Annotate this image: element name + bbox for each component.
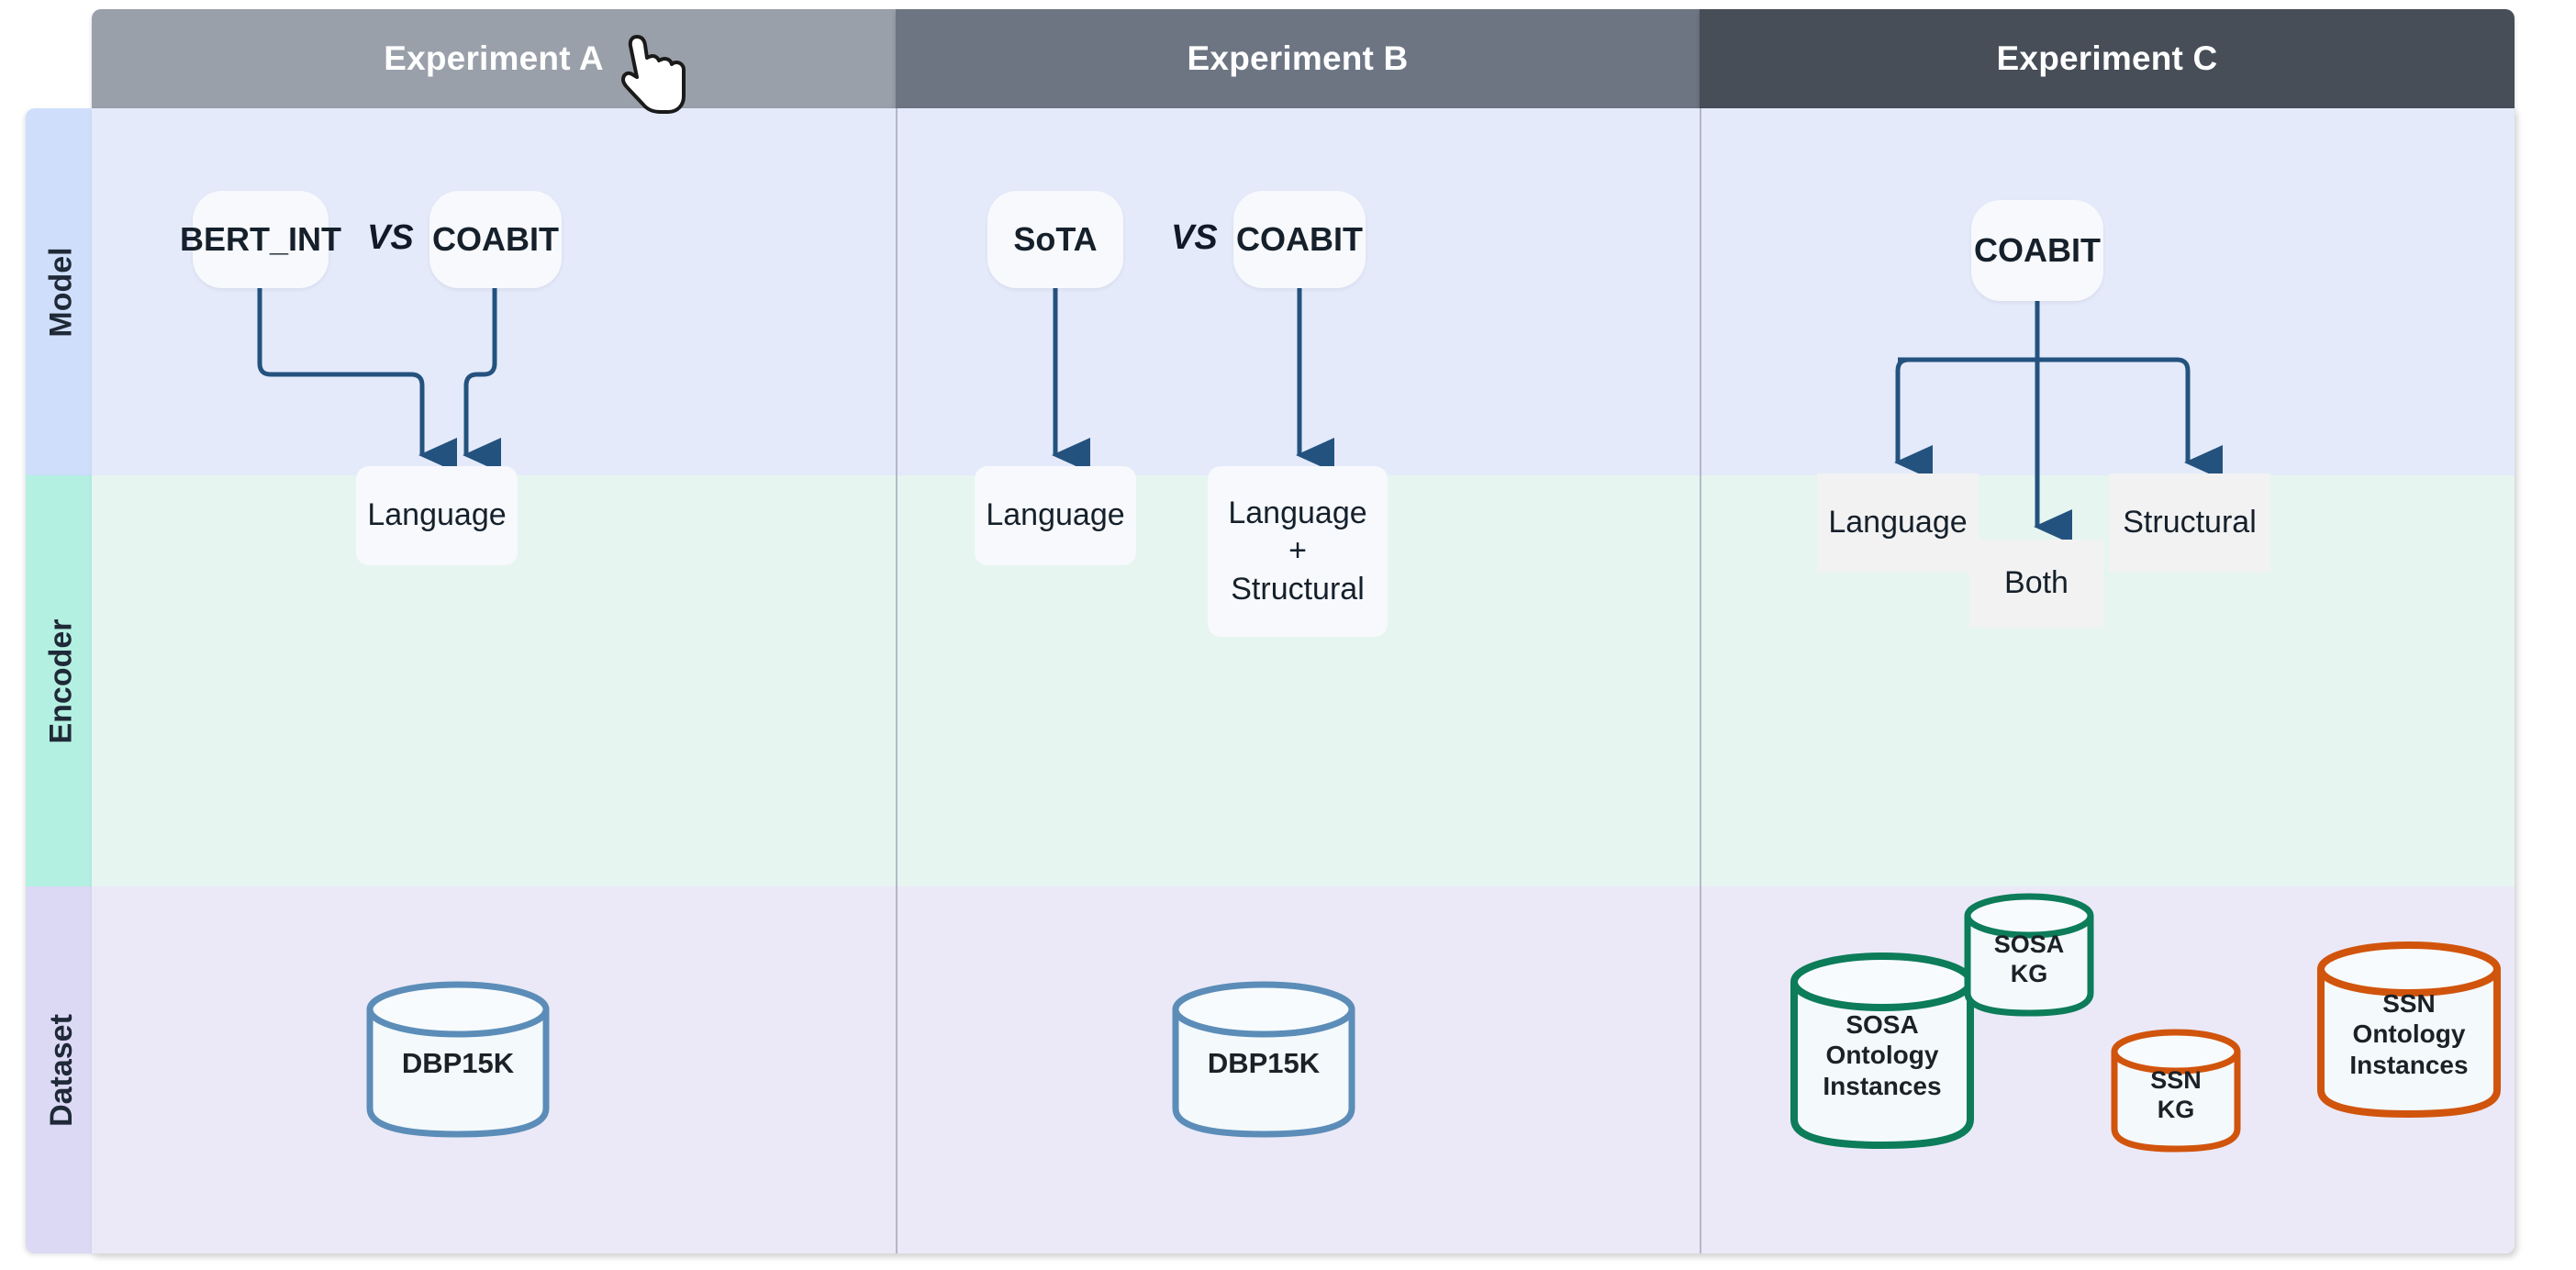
column-divider-b-c bbox=[1700, 108, 1701, 1253]
cylinder-shape-icon bbox=[2317, 941, 2501, 1119]
cylinder-dbp15k-b[interactable]: DBP15K bbox=[1170, 978, 1357, 1140]
column-header-experiment-a[interactable]: Experiment A bbox=[92, 9, 896, 108]
node-encoder-structural-c-label: Structural bbox=[2123, 505, 2257, 540]
cylinder-ssn-kg[interactable]: SSN KG bbox=[2109, 1026, 2243, 1154]
cylinder-ssn-ontology-instances-label: SSN Ontology Instances bbox=[2349, 988, 2469, 1079]
column-header-experiment-c-label: Experiment C bbox=[1996, 39, 2218, 77]
cylinder-shape-icon bbox=[366, 981, 550, 1138]
cylinder-sosa-kg-label: SOSA KG bbox=[1993, 930, 2065, 987]
cylinder-shape-icon bbox=[1790, 952, 1974, 1150]
node-encoder-structural-c[interactable]: Structural bbox=[2109, 473, 2270, 573]
cylinder-sosa-kg[interactable]: SOSA KG bbox=[1962, 890, 2096, 1019]
row-tab-encoder[interactable]: Encoder bbox=[26, 475, 97, 886]
node-model-coabit-c[interactable]: COABIT bbox=[1971, 200, 2103, 301]
cylinder-sosa-ontology-instances[interactable]: SOSA Ontology Instances bbox=[1788, 949, 1977, 1153]
column-header-experiment-a-label: Experiment A bbox=[384, 39, 604, 77]
cylinder-ssn-ontology-instances[interactable]: SSN Ontology Instances bbox=[2314, 938, 2504, 1121]
node-model-coabit-b-label: COABIT bbox=[1236, 220, 1363, 259]
node-model-coabit-c-label: COABIT bbox=[1974, 231, 2101, 270]
column-header-experiment-b[interactable]: Experiment B bbox=[896, 9, 1700, 108]
row-tab-encoder-label: Encoder bbox=[43, 618, 79, 744]
row-tab-dataset[interactable]: Dataset bbox=[26, 886, 97, 1253]
node-model-bert-int-label: BERT_INT bbox=[180, 220, 342, 259]
node-encoder-language-structural-b[interactable]: Language + Structural bbox=[1208, 466, 1388, 637]
node-encoder-language-b[interactable]: Language bbox=[975, 466, 1136, 565]
node-model-coabit-a[interactable]: COABIT bbox=[429, 191, 562, 288]
node-encoder-both-c[interactable]: Both bbox=[1969, 540, 2103, 628]
column-header-experiment-b-label: Experiment B bbox=[1187, 39, 1409, 77]
cylinder-ssn-kg-label: SSN KG bbox=[2150, 1065, 2202, 1123]
node-model-coabit-b[interactable]: COABIT bbox=[1233, 191, 1366, 288]
cylinder-dbp15k-a-label: DBP15K bbox=[401, 1047, 515, 1080]
column-header-experiment-c[interactable]: Experiment C bbox=[1700, 9, 2515, 108]
cylinder-shape-icon bbox=[2111, 1029, 2241, 1153]
node-encoder-both-c-label: Both bbox=[2004, 565, 2069, 601]
cylinder-sosa-ontology-instances-label: SOSA Ontology Instances bbox=[1823, 1009, 1942, 1100]
row-tab-model-label: Model bbox=[43, 246, 79, 338]
node-encoder-language-a-label: Language bbox=[367, 497, 507, 533]
cylinder-shape-icon bbox=[1964, 893, 2094, 1017]
node-encoder-language-c[interactable]: Language bbox=[1817, 473, 1979, 573]
cylinder-dbp15k-a[interactable]: DBP15K bbox=[364, 978, 552, 1140]
node-encoder-language-b-label: Language bbox=[986, 497, 1125, 533]
vs-label-experiment-a: VS bbox=[367, 218, 414, 258]
band-model bbox=[92, 108, 2515, 475]
cylinder-dbp15k-b-label: DBP15K bbox=[1207, 1047, 1321, 1080]
row-tab-dataset-label: Dataset bbox=[43, 1013, 79, 1127]
vs-label-experiment-a-text: VS bbox=[367, 218, 414, 257]
node-model-sota-label: SoTA bbox=[1013, 220, 1098, 259]
vs-label-experiment-b-text: VS bbox=[1171, 218, 1218, 257]
node-encoder-language-a[interactable]: Language bbox=[356, 466, 518, 565]
column-divider-a-b bbox=[896, 108, 898, 1253]
node-encoder-language-structural-b-label: Language + Structural bbox=[1228, 495, 1367, 607]
node-encoder-language-c-label: Language bbox=[1828, 505, 1968, 540]
diagram-board: BERT_INT VS COABIT Language DBP15K SoTA … bbox=[92, 108, 2515, 1253]
row-tab-model[interactable]: Model bbox=[26, 108, 97, 475]
vs-label-experiment-b: VS bbox=[1171, 218, 1218, 258]
node-model-sota[interactable]: SoTA bbox=[987, 191, 1123, 288]
cylinder-shape-icon bbox=[1172, 981, 1355, 1138]
node-model-bert-int[interactable]: BERT_INT bbox=[180, 191, 341, 288]
pointing-hand-cursor bbox=[620, 29, 688, 118]
node-model-coabit-a-label: COABIT bbox=[432, 220, 559, 259]
